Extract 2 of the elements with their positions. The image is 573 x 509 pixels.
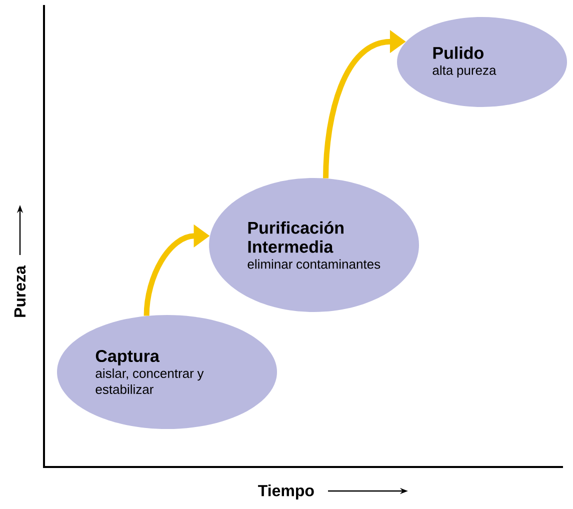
axis-label: Pureza <box>14 265 26 317</box>
axis-label: Tiempo <box>258 484 314 500</box>
